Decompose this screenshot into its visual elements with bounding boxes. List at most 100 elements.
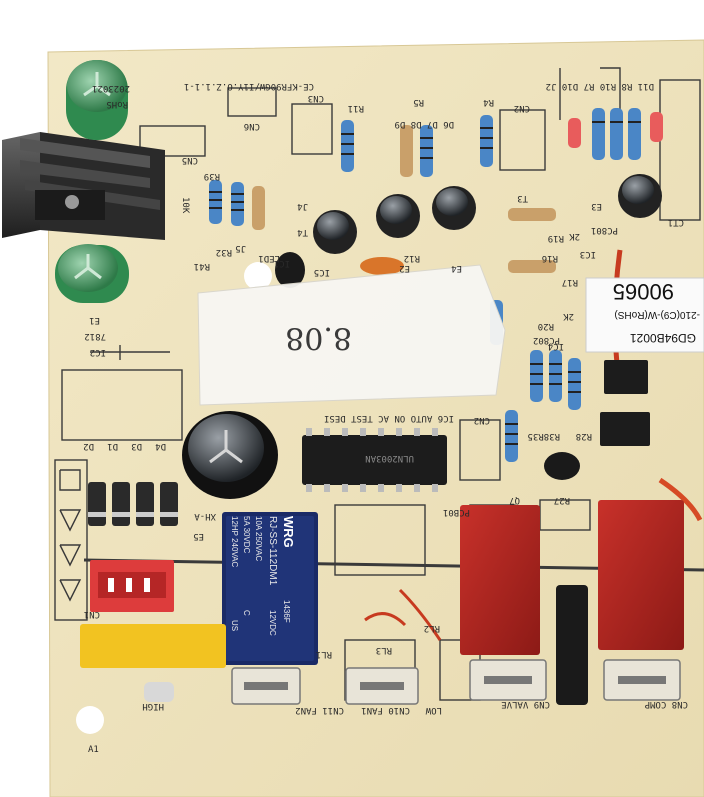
red-jumper-wire [658, 477, 703, 522]
red-jumper-wire [364, 612, 407, 627]
capacitor-green-top [66, 60, 128, 140]
diode-array [88, 482, 178, 526]
silk-e4: E4 [451, 263, 462, 273]
silk-2k-a: 2K [569, 231, 580, 241]
silk-r32: R32 [216, 247, 232, 257]
silk-r28: R28 [576, 431, 592, 441]
date-code: 2023021 [92, 83, 130, 93]
ic-chip [302, 428, 447, 492]
silk-cn2: CN2 [514, 103, 530, 113]
capacitor-small [313, 174, 662, 254]
silk-cn5: CN5 [182, 155, 198, 165]
masking-tape [197, 264, 506, 406]
silk-cn3: CN3 [308, 93, 324, 103]
handwritten-note: 8.08 [285, 320, 352, 355]
transistor [275, 252, 305, 288]
silk-pc801: PC801 [591, 225, 618, 235]
silk-rl3: RL3 [376, 645, 392, 655]
mount-hole [244, 262, 272, 290]
silk-led1: LED1 [258, 253, 280, 263]
silk-2k-b: 2K [563, 311, 574, 321]
corner-label: A1 [88, 745, 99, 755]
silk-r11: R11 [348, 103, 364, 113]
silk-cn1: CN1 [84, 609, 100, 619]
silk-ic4: IC4 [548, 341, 564, 351]
silk-rl2: RL2 [424, 623, 440, 633]
silk-mid-row: D6 D7 D8 D9 [394, 119, 454, 129]
silk-ct1: CT1 [668, 217, 684, 227]
silk-e2: E2 [399, 263, 410, 273]
relay-brand: WRG [281, 516, 296, 548]
silk-r27: R27 [554, 495, 570, 505]
fuse [144, 682, 174, 702]
relay-line-7: US [230, 620, 239, 631]
sticker-big: 90065 [613, 279, 674, 304]
silk-7812: 7812 [84, 331, 106, 341]
optocoupler [604, 360, 648, 394]
silk-d2: D2 [83, 441, 94, 451]
silk-cn10-fan1: CN10 FAN1 [361, 705, 410, 715]
optocoupler [600, 412, 650, 446]
silk-cn8-comp: CN8 COMP [644, 699, 688, 709]
mount-hole [76, 706, 104, 734]
relay-main [222, 512, 318, 665]
part-code: CE-KFR90GW/I1Y.O.Z.1.1-1 [184, 81, 314, 91]
silk-pc802: PC802 [533, 335, 560, 345]
relay-line-5: 12HP 240VAC [230, 516, 239, 568]
relay-line-6: C [242, 610, 251, 616]
serial-sticker [585, 277, 704, 353]
silk-test-row: IC6 AUTO ON AC TEST DESI [324, 413, 454, 423]
silk-r4: R4 [483, 97, 494, 107]
orange-component [360, 257, 404, 275]
silk-cn12: CN2 [474, 415, 490, 425]
silk-j5: J5 [235, 243, 246, 253]
silk-e5: E5 [193, 531, 204, 541]
silk-q7: Q7 [509, 495, 520, 505]
silk-xh-a: XH-A [194, 511, 216, 521]
silk-top-row: D11 R8 R10 R7 D10 J2 [546, 81, 654, 91]
silk-10k: 10K [180, 197, 190, 214]
silk-t3: T3 [517, 193, 528, 203]
heatsink [2, 132, 165, 240]
silk-r20: R20 [538, 321, 554, 331]
silk-d3: D3 [131, 441, 142, 451]
silk-r38r35: R38R35 [527, 431, 560, 441]
silk-d1: D1 [107, 441, 118, 451]
silk-r41: R41 [194, 261, 210, 271]
red-jumper-wire [398, 588, 442, 641]
silk-r39: R39 [204, 171, 220, 181]
silk-r17: R17 [562, 277, 578, 287]
resistor-array [209, 108, 663, 462]
relay-line-1: 1436F [282, 600, 291, 623]
sticker-code: GD94B0021 [630, 331, 696, 345]
silk-r19: R19 [548, 233, 564, 243]
sticker-line: -210(C9)-W(RoHS) [614, 309, 700, 320]
silk-cn9-valve: CN9 VALVE [501, 699, 550, 709]
rohs-label: RoHS [106, 99, 128, 109]
capacitor-yellow [80, 624, 226, 668]
relay-model: RJ-SS-112DM1 [267, 516, 278, 586]
relay-line-3: 10A 250VAC [254, 516, 263, 561]
relay-rl1 [598, 500, 684, 650]
silk-high: HIGH [142, 701, 164, 711]
capacitor-black [182, 411, 278, 499]
ic-chip-text: ULN2003AN [365, 453, 414, 463]
silk-r16: R16 [542, 253, 558, 263]
silk-cn6: CN6 [244, 121, 260, 131]
connector-red [90, 560, 174, 612]
silk-r5: R5 [413, 97, 424, 107]
relay-line-4: 5A 30VDC [242, 516, 251, 554]
relay-line-2: 12VDC [268, 610, 277, 636]
silk-ic5: IC5 [314, 267, 330, 277]
capacitor-green-bottom [55, 244, 129, 303]
connector-black [556, 585, 588, 705]
silk-cn11-fan2: CN11 FAN2 [295, 705, 344, 715]
connector-pin [244, 676, 666, 690]
silk-j4: J4 [297, 201, 308, 211]
silk-r12: R12 [404, 253, 420, 263]
silk-pcb01: PCB01 [443, 507, 470, 517]
silk-d4: D4 [155, 441, 166, 451]
relay-rl2 [460, 505, 540, 655]
silk-rl1: RL1 [316, 649, 332, 659]
